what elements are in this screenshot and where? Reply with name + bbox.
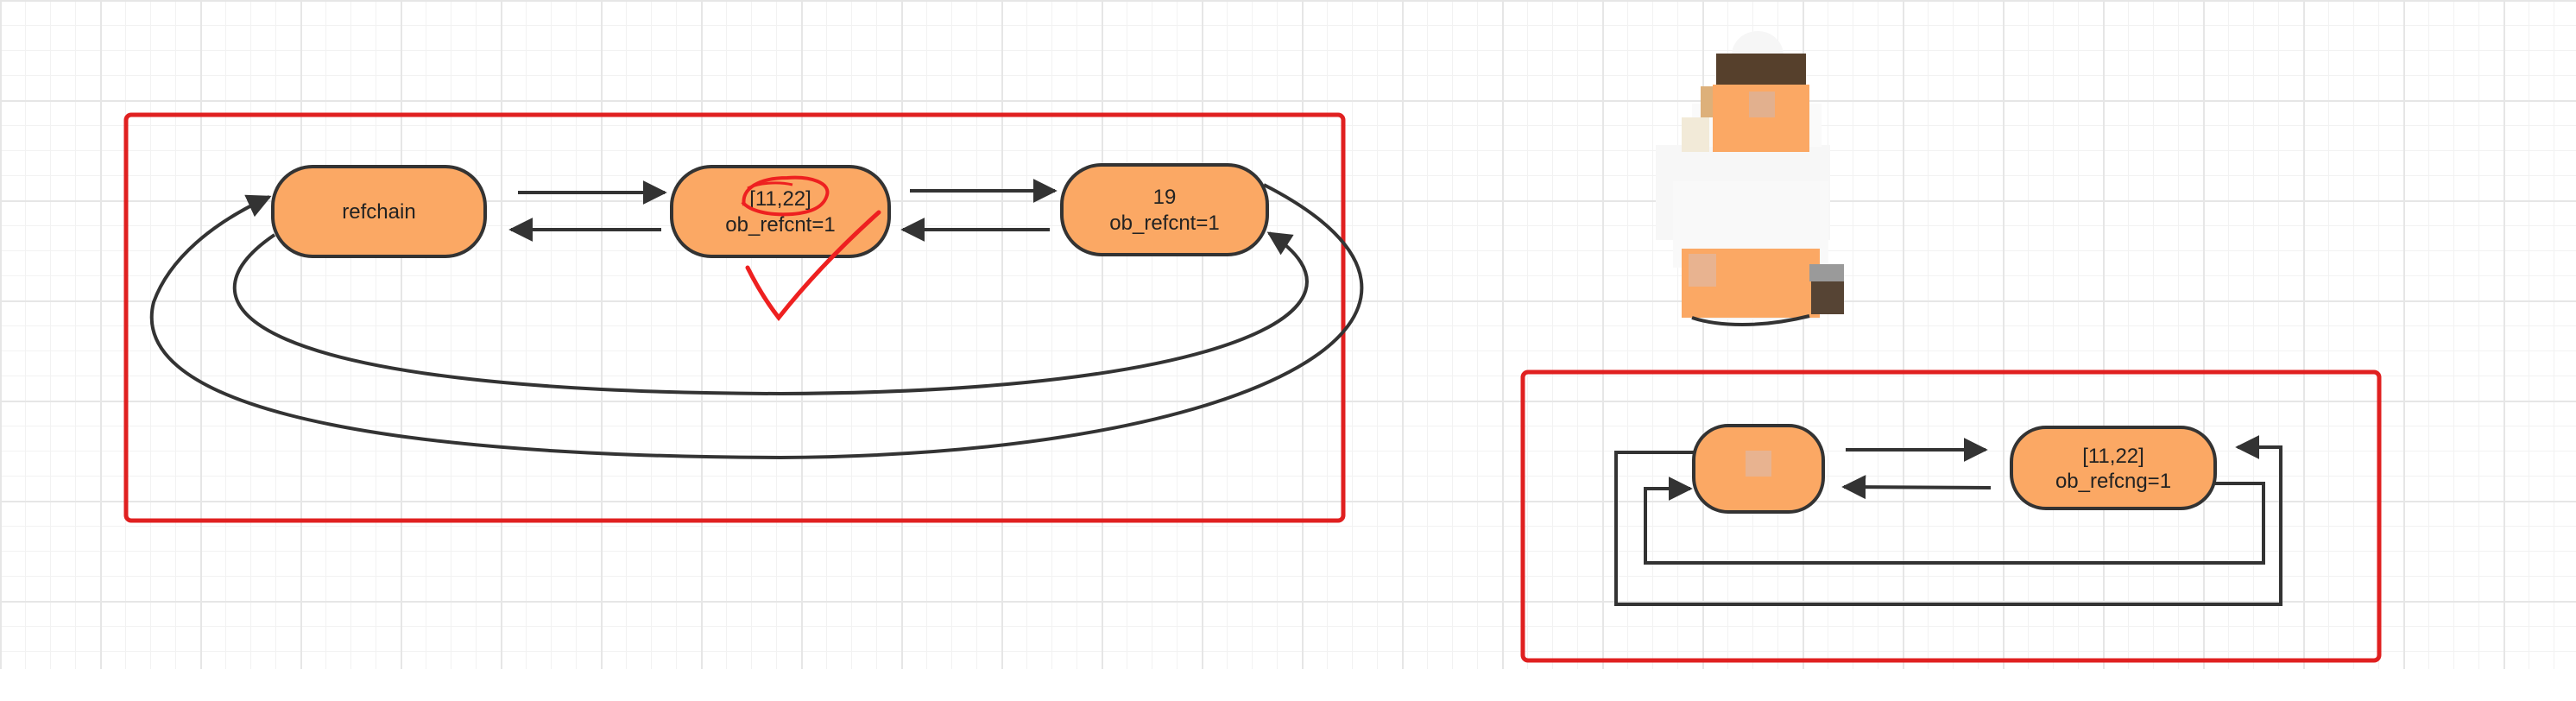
node-list2-line1: [11,22] [2082,445,2144,468]
arrow-list2-to-blank [1841,475,1992,500]
loop-arrow-outer [149,183,1364,460]
pixelated-figure [1656,31,1844,326]
node-list: [11,22] ob_refcnt=1 [670,165,891,258]
node-refchain: refchain [271,165,487,258]
grid-background [0,0,2576,669]
loop-arrow-inner-right [1644,477,2265,565]
loop-arrow-inner [232,231,1309,396]
node-list2-line2: ob_refcng=1 [2055,470,2171,493]
node-list-line1: [11,22] [749,187,811,211]
annotation-scribble-inner [747,181,793,190]
left-group-frame [123,112,1346,523]
loop-arrow-outer-right [1614,435,2282,606]
right-group-frame [1520,369,2382,663]
node-refchain-label: refchain [342,200,415,224]
node-int19: 19 ob_refcnt=1 [1060,163,1269,256]
node-int19-line1: 19 [1153,186,1177,209]
annotation-scribble [741,175,830,217]
node-list2: [11,22] ob_refcng=1 [2010,426,2217,510]
pixelated-patch [1746,451,1771,477]
node-list-line2: ob_refcnt=1 [725,213,835,237]
node-blank [1692,424,1825,514]
node-int19-line2: ob_refcnt=1 [1109,212,1219,235]
annotation-checkmark [745,210,881,322]
